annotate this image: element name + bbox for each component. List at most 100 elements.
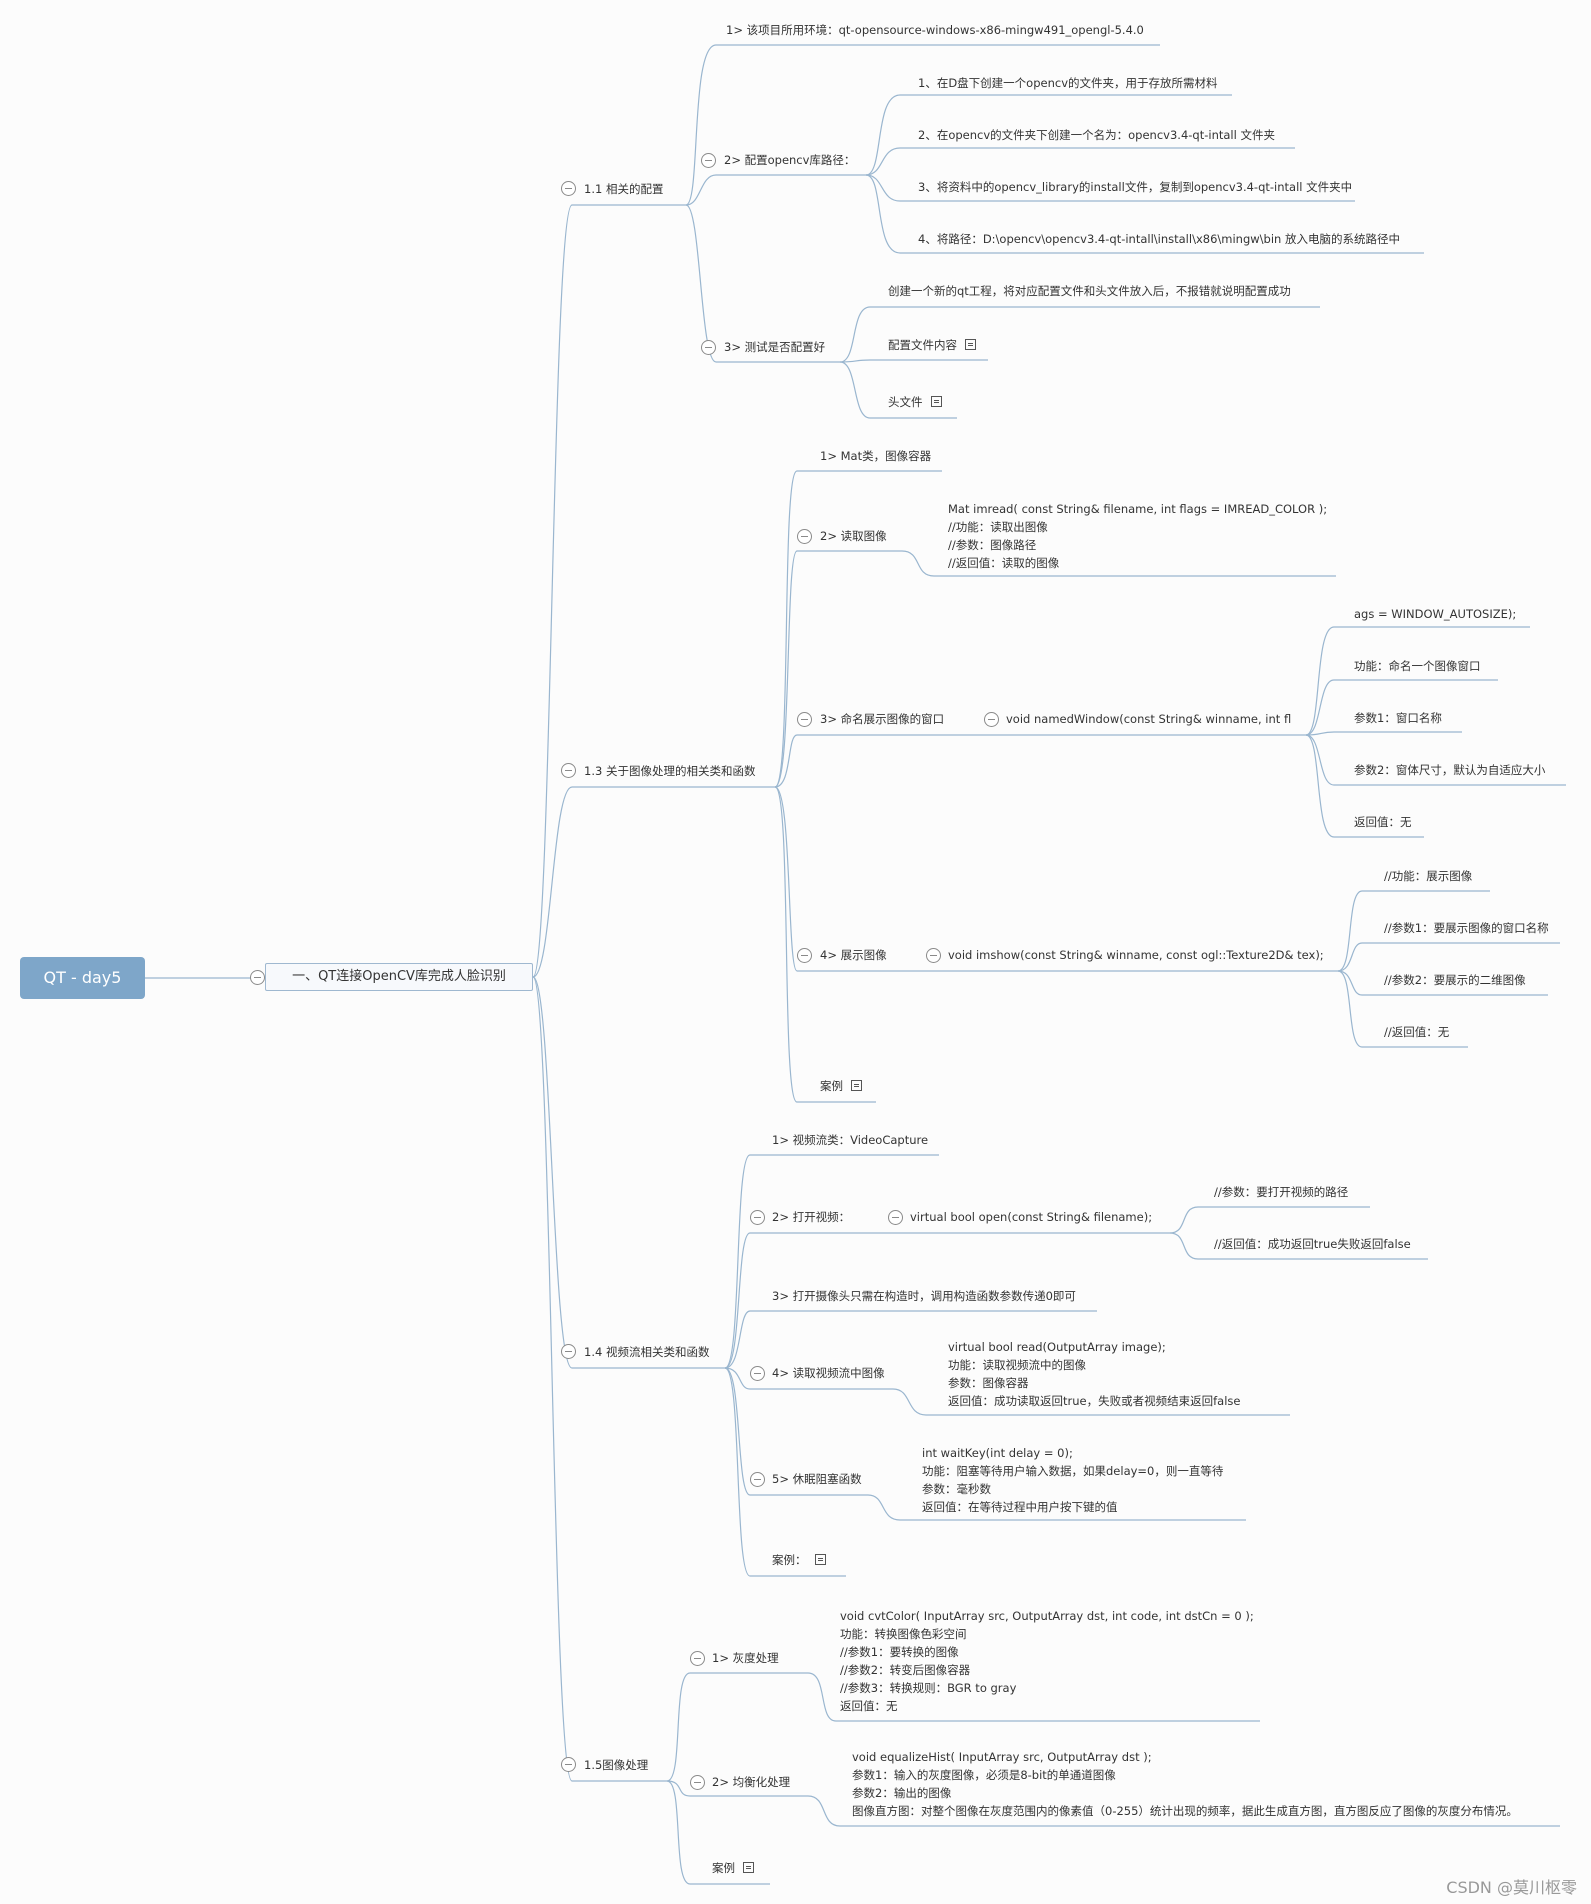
show-image-node[interactable]: 4> 展示图像 (820, 948, 887, 962)
equalize-node[interactable]: 2> 均衡化处理 (712, 1775, 791, 1789)
main-topic[interactable]: 一、QT连接OpenCV库完成人脸识别 (265, 963, 533, 991)
collapse-icon[interactable] (750, 1472, 765, 1487)
config-path-node[interactable]: 2> 配置opencv库路径： (724, 153, 856, 167)
config-step-1[interactable]: 1、在D盘下创建一个opencv的文件夹，用于存放所需材料 (918, 76, 1218, 90)
test-item-config-file-label: 配置文件内容 (888, 338, 957, 352)
watermark: CSDN @莫川枢零 (1446, 1878, 1577, 1897)
env-node[interactable]: 1> 该项目所用环境：qt-opensource-windows-x86-min… (726, 23, 1144, 37)
camera-node[interactable]: 3> 打开摄像头只需在构造时，调用构造函数参数传递0即可 (772, 1289, 1076, 1303)
test-item-header[interactable]: 头文件 (888, 393, 942, 411)
doc-line: //参数3：转换规则：BGR to gray (840, 1681, 1017, 1695)
collapse-icon[interactable] (926, 948, 941, 963)
show-item-4[interactable]: //返回值：无 (1384, 1025, 1450, 1039)
doc-line: int waitKey(int delay = 0); (922, 1446, 1073, 1460)
note-icon[interactable] (965, 339, 976, 350)
doc-line: 参数：毫秒数 (922, 1482, 991, 1496)
doc-line: //参数：图像路径 (948, 538, 1037, 552)
read-video-node[interactable]: 4> 读取视频流中图像 (772, 1366, 885, 1380)
collapse-icon[interactable] (561, 763, 576, 778)
doc-line: 参数2：输出的图像 (852, 1786, 952, 1800)
mat-node[interactable]: 1> Mat类，图像容器 (820, 449, 932, 463)
root-topic[interactable]: QT - day5 (20, 957, 145, 999)
named-window-fn[interactable]: void namedWindow(const String& winname, … (1006, 712, 1292, 726)
collapse-icon[interactable] (701, 153, 716, 168)
collapse-icon[interactable] (750, 1210, 765, 1225)
doc-line: void equalizeHist( InputArray src, Outpu… (852, 1750, 1152, 1764)
read-video-doc[interactable]: virtual bool read(OutputArray image); 功能… (948, 1338, 1240, 1410)
doc-line: virtual bool read(OutputArray image); (948, 1340, 1166, 1354)
test-item-header-label: 头文件 (888, 395, 923, 409)
collapse-icon[interactable] (888, 1210, 903, 1225)
doc-line: //参数1：要转换的图像 (840, 1645, 959, 1659)
example-label: 案例 (820, 1079, 843, 1093)
note-icon[interactable] (851, 1080, 862, 1091)
doc-line: 参数1：输入的灰度图像，必须是8-bit的单通道图像 (852, 1768, 1116, 1782)
show-item-1[interactable]: //功能：展示图像 (1384, 869, 1473, 883)
named-item-5[interactable]: 返回值：无 (1354, 815, 1412, 829)
doc-line: 功能：读取视频流中的图像 (948, 1358, 1086, 1372)
collapse-icon[interactable] (797, 529, 812, 544)
doc-line: 功能：转换图像色彩空间 (840, 1627, 967, 1641)
equalize-hist-doc[interactable]: void equalizeHist( InputArray src, Outpu… (852, 1748, 1518, 1820)
doc-line: 返回值：在等待过程中用户按下键的值 (922, 1500, 1118, 1514)
doc-line: 返回值：成功读取返回true，失败或者视频结束返回false (948, 1394, 1241, 1408)
example-node[interactable]: 案例 (712, 1859, 754, 1877)
named-item-2[interactable]: 功能：命名一个图像窗口 (1354, 659, 1481, 673)
config-step-3[interactable]: 3、将资料中的opencv_library的install文件，复制到openc… (918, 180, 1353, 194)
named-window-node[interactable]: 3> 命名展示图像的窗口 (820, 712, 945, 726)
example-label: 案例 (712, 1861, 735, 1875)
collapse-icon[interactable] (690, 1651, 705, 1666)
note-icon[interactable] (814, 1554, 826, 1565)
doc-line: 功能：阻塞等待用户输入数据，如果delay=0，则一直等待 (922, 1464, 1224, 1478)
doc-line: Mat imread( const String& filename, int … (948, 502, 1328, 516)
named-item-3[interactable]: 参数1：窗口名称 (1354, 711, 1442, 725)
doc-line: 参数：图像容器 (948, 1376, 1029, 1390)
open-fn[interactable]: virtual bool open(const String& filename… (910, 1210, 1153, 1224)
show-item-2[interactable]: //参数1：要展示图像的窗口名称 (1384, 921, 1549, 935)
doc-line: 返回值：无 (840, 1699, 898, 1713)
example-node[interactable]: 案例： (772, 1551, 826, 1569)
read-image-node[interactable]: 2> 读取图像 (820, 529, 887, 543)
example-label: 案例： (772, 1553, 807, 1567)
collapse-icon[interactable] (750, 1366, 765, 1381)
section-1-5-label[interactable]: 1.5图像处理 (584, 1758, 649, 1772)
config-step-2[interactable]: 2、在opencv的文件夹下创建一个名为：opencv3.4-qt-intall… (918, 128, 1275, 142)
config-step-4[interactable]: 4、将路径：D:\opencv\opencv3.4-qt-intall\inst… (918, 232, 1400, 246)
open-item-1[interactable]: //参数：要打开视频的路径 (1214, 1185, 1349, 1199)
collapse-icon[interactable] (984, 712, 999, 727)
collapse-icon[interactable] (701, 340, 716, 355)
note-icon[interactable] (743, 1862, 754, 1873)
gray-node[interactable]: 1> 灰度处理 (712, 1651, 779, 1665)
section-1-1-label[interactable]: 1.1 相关的配置 (584, 182, 664, 196)
collapse-icon[interactable] (561, 181, 576, 196)
collapse-icon[interactable] (797, 948, 812, 963)
open-video-node[interactable]: 2> 打开视频： (772, 1210, 851, 1224)
imshow-fn[interactable]: void imshow(const String& winname, const… (948, 948, 1324, 962)
show-item-3[interactable]: //参数2：要展示的二维图像 (1384, 973, 1526, 987)
video-capture-node[interactable]: 1> 视频流类：VideoCapture (772, 1133, 929, 1147)
doc-line: 图像直方图：对整个图像在灰度范围内的像素值（0-255）统计出现的频率，据此生成… (852, 1804, 1518, 1818)
collapse-icon[interactable] (250, 970, 265, 985)
collapse-icon[interactable] (690, 1775, 705, 1790)
collapse-icon[interactable] (797, 712, 812, 727)
imread-doc[interactable]: Mat imread( const String& filename, int … (948, 500, 1327, 572)
open-item-2[interactable]: //返回值：成功返回true失败返回false (1214, 1237, 1411, 1251)
note-icon[interactable] (930, 396, 942, 407)
cvt-color-doc[interactable]: void cvtColor( InputArray src, OutputArr… (840, 1607, 1254, 1715)
section-1-4-label[interactable]: 1.4 视频流相关类和函数 (584, 1345, 710, 1359)
doc-line: //参数2：转变后图像容器 (840, 1663, 971, 1677)
wait-key-doc[interactable]: int waitKey(int delay = 0); 功能：阻塞等待用户输入数… (922, 1444, 1223, 1516)
collapse-icon[interactable] (561, 1757, 576, 1772)
doc-line: //功能：读取出图像 (948, 520, 1048, 534)
example-node[interactable]: 案例 (820, 1077, 862, 1095)
test-config-node[interactable]: 3> 测试是否配置好 (724, 340, 826, 354)
named-item-1[interactable]: ags = WINDOW_AUTOSIZE); (1354, 607, 1517, 621)
section-1-3-label[interactable]: 1.3 关于图像处理的相关类和函数 (584, 764, 756, 778)
sleep-node[interactable]: 5> 休眠阻塞函数 (772, 1472, 862, 1486)
named-item-4[interactable]: 参数2：窗体尺寸，默认为自适应大小 (1354, 763, 1546, 777)
test-item-config-file[interactable]: 配置文件内容 (888, 336, 976, 354)
doc-line: //返回值：读取的图像 (948, 556, 1060, 570)
collapse-icon[interactable] (561, 1344, 576, 1359)
test-item-new-project[interactable]: 创建一个新的qt工程，将对应配置文件和头文件放入后，不报错就说明配置成功 (888, 284, 1291, 298)
